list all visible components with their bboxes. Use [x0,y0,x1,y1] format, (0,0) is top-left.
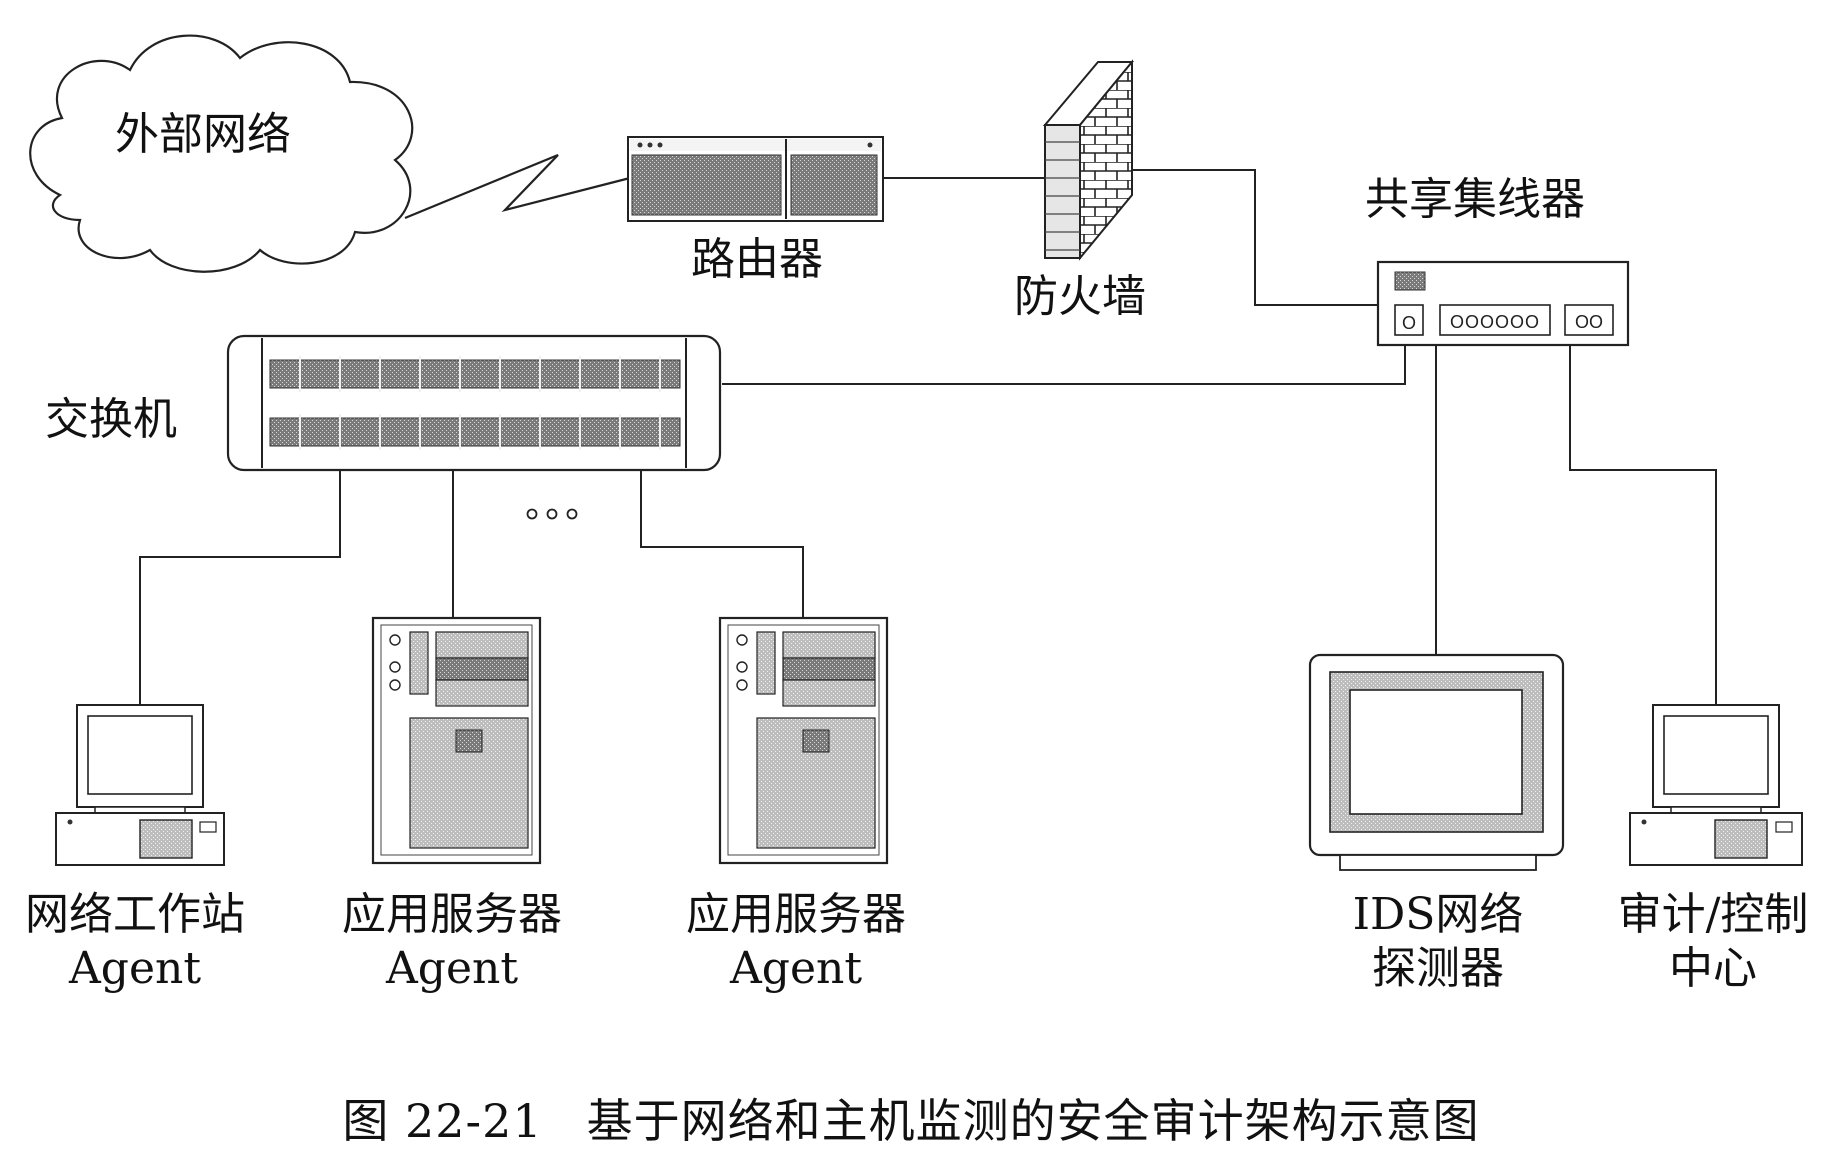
figure-title: 基于网络和主机监测的安全审计架构示意图 [586,1094,1480,1148]
app-server-2-label-line1: 应用服务器 [686,889,906,940]
app-server-1-icon [371,616,542,865]
ids-monitor-icon [1308,653,1565,871]
connection-lines [139,169,1717,705]
hub-label: 共享集线器 [1365,174,1585,225]
workstation-label: 网络工作站 Agent [25,888,245,995]
hub-audit-link [1569,345,1717,705]
app-server-1-label-line2: Agent [386,942,518,994]
workstation-icon [55,704,225,866]
audit-workstation-icon [1629,704,1803,866]
cloud-icon [29,34,414,273]
figure-number: 图 22-21 [342,1094,543,1148]
router-icon [627,136,884,222]
router-label: 路由器 [691,234,823,285]
app-server-2-label-line2: Agent [730,942,862,994]
ids-label: IDS网络 探测器 [1353,888,1524,995]
audit-label: 审计/控制 中心 [1618,888,1809,995]
audit-label-line2: 中心 [1668,942,1757,994]
switch-icon [226,334,722,472]
wireless-link-icon [404,153,631,220]
hub-icon: O OOOOOO OO [1376,260,1630,347]
app-server-1-label: 应用服务器 Agent [342,888,562,995]
ids-label-line1: IDS网络 [1352,889,1524,940]
svg-text:O: O [1402,313,1416,333]
firewall-label: 防火墙 [1014,271,1146,322]
workstation-label-line2: Agent [69,942,201,994]
svg-text:OO: OO [1575,312,1603,332]
switch-workstation-link [139,470,341,705]
firewall-hub-link [1132,169,1378,306]
switch-label: 交换机 [45,394,177,445]
ellipsis-icon [526,508,578,520]
ids-label-line2: 探测器 [1372,942,1504,994]
svg-text:OOOOOO: OOOOOO [1450,312,1540,332]
switch-server2-link [640,470,804,625]
firewall-icon [1042,59,1135,261]
figure-caption: 图 22-21 基于网络和主机监测的安全审计架构示意图 [342,1085,1479,1151]
app-server-2-label: 应用服务器 Agent [686,888,906,995]
cloud-label: 外部网络 [115,109,291,160]
app-server-1-label-line1: 应用服务器 [342,889,562,940]
audit-label-line1: 审计/控制 [1617,889,1809,940]
workstation-label-line1: 网络工作站 [25,889,245,940]
switch-hub-link [722,345,1406,385]
app-server-2-icon [718,616,889,865]
